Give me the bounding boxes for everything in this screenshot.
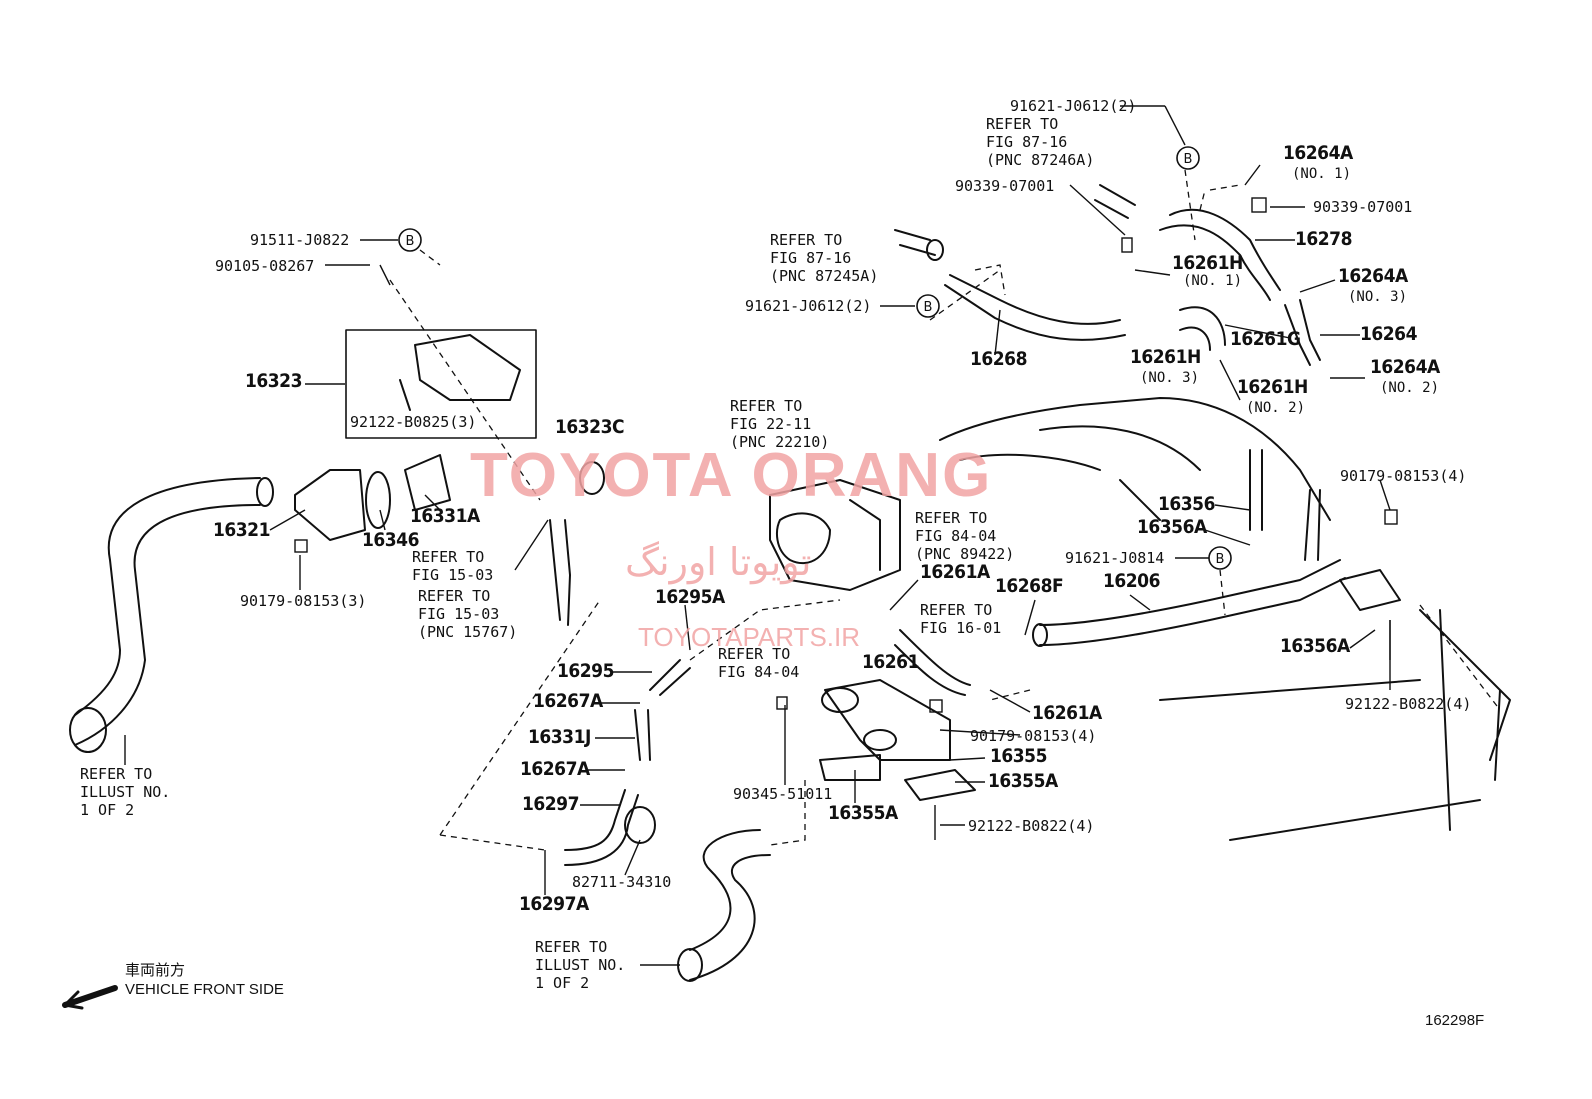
- part-code-label: 82711-34310: [572, 873, 672, 891]
- gasket-16355A-right: [904, 769, 976, 801]
- part-code-label: 92122-B0822(4): [1345, 695, 1472, 713]
- reference-note: REFER TO FIG 15-03: [412, 548, 494, 584]
- hose-16278: [1159, 208, 1281, 301]
- bypass-hose: [549, 519, 571, 626]
- part-code-label: 91621-J0612(2): [745, 297, 872, 315]
- vehicle-front-label: VEHICLE FRONT SIDE: [125, 981, 284, 998]
- part-number-label: 16261G: [1230, 328, 1301, 350]
- part-number-label: 16321: [213, 519, 270, 541]
- reference-note: REFER TO FIG 87-16 (PNC 87246A): [986, 115, 1095, 169]
- watermark-persian: تویوتا اورنگ: [625, 540, 812, 584]
- part-number-label: 16356A: [1280, 635, 1350, 657]
- part-variant-label: (NO. 3): [1348, 289, 1408, 305]
- part-16323-box: [345, 329, 537, 439]
- hose-16295: [649, 659, 691, 696]
- part-number-label: 16278: [1295, 228, 1352, 250]
- callout-b-4: B: [1216, 552, 1225, 567]
- part-number-label: 16346: [362, 529, 419, 551]
- watermark-site: TOYOTAPARTS.IR: [638, 622, 861, 652]
- hose-16331J: [634, 709, 651, 761]
- part-number-label: 16267A: [520, 758, 590, 780]
- hose-16264: [1284, 299, 1321, 366]
- part-number-label: 16264: [1360, 323, 1417, 345]
- part-code-label: 91621-J0814: [1065, 549, 1165, 567]
- figure-code: 162298F: [1425, 1012, 1485, 1029]
- part-number-label: 16323: [245, 370, 302, 392]
- reference-note: REFER TO FIG 87-16 (PNC 87245A): [770, 231, 879, 285]
- part-code-label: 90339-07001: [955, 177, 1055, 195]
- part-variant-label: (NO. 1): [1292, 166, 1352, 182]
- part-code-label: 90345-51011: [733, 785, 833, 803]
- part-number-label: 16261: [862, 651, 919, 673]
- lower-radiator-hose: [689, 829, 771, 981]
- part-code-label: 90179-08153(4): [1340, 467, 1467, 485]
- hose-16297: [564, 789, 639, 866]
- part-variant-label: (NO. 3): [1140, 370, 1200, 386]
- part-number-label: 16355A: [828, 802, 898, 824]
- part-number-label: 16356A: [1137, 516, 1207, 538]
- thermostat: [404, 454, 451, 511]
- part-number-label: 16356: [1158, 493, 1215, 515]
- flange-16356A: [1339, 569, 1401, 611]
- vehicle-front-label-jp: 車両前方: [125, 962, 186, 979]
- part-number-label: 16268F: [995, 575, 1064, 597]
- part-number-label: 16261H: [1172, 252, 1243, 274]
- part-number-label: 16206: [1103, 570, 1160, 592]
- hose-16261G: [1179, 306, 1226, 351]
- part-number-label: 16268: [970, 348, 1027, 370]
- callout-b-1: B: [1184, 152, 1193, 167]
- part-number-label: 16355: [990, 745, 1047, 767]
- part-code-label: 90339-07001: [1313, 198, 1413, 216]
- gasket-16323C: [579, 461, 605, 495]
- part-variant-label: (NO. 2): [1380, 380, 1440, 396]
- engine-block-outline: [939, 397, 1511, 841]
- part-number-label: 16264A: [1283, 142, 1353, 164]
- part-number-label: 16295: [557, 660, 614, 682]
- part-number-label: 16261A: [920, 561, 990, 583]
- part-number-label: 16323C: [555, 416, 625, 438]
- part-number-label: 16264A: [1370, 356, 1440, 378]
- part-number-label: 16297: [522, 793, 579, 815]
- hose-16268: [944, 274, 1126, 341]
- hose-16261: [894, 629, 971, 696]
- part-number-label: 16264A: [1338, 265, 1408, 287]
- part-number-label: 16267A: [533, 690, 603, 712]
- part-number-label: 16331A: [410, 505, 480, 527]
- reference-note: REFER TO FIG 22-11 (PNC 22210): [730, 397, 830, 451]
- reference-note: REFER TO ILLUST NO. 1 OF 2: [535, 938, 626, 992]
- water-inlet: [294, 469, 366, 541]
- part-variant-label: (NO. 1): [1183, 273, 1243, 289]
- reference-note: REFER TO FIG 15-03 (PNC 15767): [418, 587, 518, 641]
- callout-b-2: B: [406, 234, 415, 249]
- vehicle-front-arrow: [62, 985, 118, 1008]
- part-code-label: 92122-B0822(4): [968, 817, 1095, 835]
- water-bypass-pipe: [1039, 449, 1346, 646]
- part-code-label: 90179-08153(3): [240, 592, 367, 610]
- reference-note: REFER TO FIG 84-04: [718, 645, 800, 681]
- part-code-label: 90179-08153(4): [970, 727, 1097, 745]
- part-code-label: 92122-B0825(3): [350, 413, 477, 431]
- part-variant-label: (NO. 2): [1246, 400, 1306, 416]
- part-number-label: 16295A: [655, 586, 725, 608]
- part-code-label: 91511-J0822: [250, 231, 350, 249]
- part-number-label: 16331J: [528, 726, 591, 748]
- part-number-label: 16261H: [1130, 346, 1201, 368]
- reference-note: REFER TO FIG 84-04 (PNC 89422): [915, 509, 1015, 563]
- callout-b-3: B: [924, 300, 933, 315]
- cap-82711: [624, 806, 656, 844]
- part-code-label: 91621-J0612(2): [1010, 97, 1137, 115]
- part-number-label: 16261H: [1237, 376, 1308, 398]
- upper-radiator-hose: [74, 477, 261, 746]
- reference-note: REFER TO FIG 16-01: [920, 601, 1002, 637]
- part-number-label: 16261A: [1032, 702, 1102, 724]
- throttle-body: [769, 479, 901, 591]
- part-code-label: 90105-08267: [215, 257, 315, 275]
- gasket-16355A-left: [819, 754, 881, 781]
- part-number-label: 16355A: [988, 770, 1058, 792]
- watermark-title: TOYOTA ORANG: [470, 441, 993, 510]
- reference-note: REFER TO ILLUST NO. 1 OF 2: [80, 765, 171, 819]
- part-number-label: 16297A: [519, 893, 589, 915]
